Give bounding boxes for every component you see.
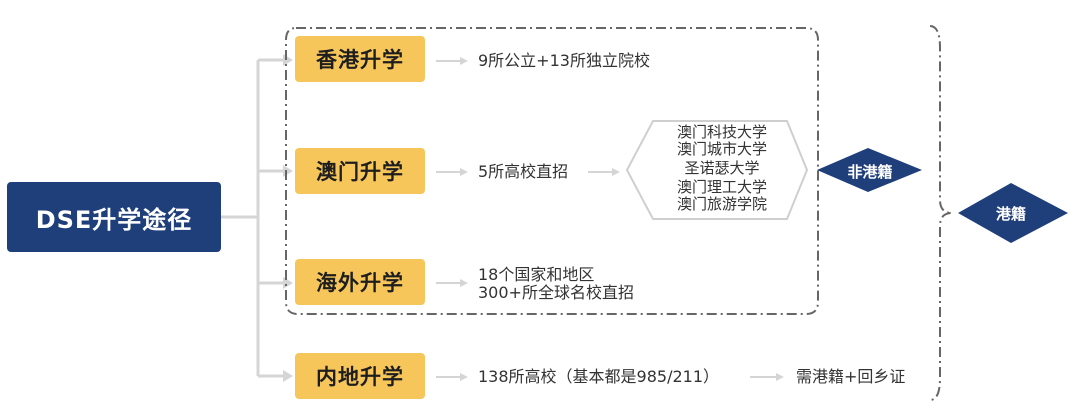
branch-hongkong: 香港升学 xyxy=(295,36,425,82)
non-hk-tag-label: 非港籍 xyxy=(847,162,893,181)
branch-mainland-label: 内地升学 xyxy=(316,365,404,389)
root-node: DSE升学途径 xyxy=(7,182,221,252)
branch-macau-label: 澳门升学 xyxy=(316,160,404,184)
macau-detail-arrow xyxy=(460,168,468,176)
branch-hongkong-label: 香港升学 xyxy=(316,48,404,72)
branch-macau: 澳门升学 xyxy=(295,148,425,194)
mainland-requirement: 需港籍+回乡证 xyxy=(796,367,906,386)
macau-detail: 5所高校直招 xyxy=(478,162,569,181)
arrow-overseas xyxy=(283,277,293,289)
branch-overseas: 海外升学 xyxy=(295,259,425,305)
university-item: 澳门旅游学院 xyxy=(676,195,767,213)
macau-to-list-arrow xyxy=(612,168,620,176)
university-item: 澳门城市大学 xyxy=(676,140,767,158)
university-item: 澳门科技大学 xyxy=(676,123,767,141)
arrow-mainland xyxy=(283,370,293,382)
hk-detail-arrow xyxy=(460,57,468,65)
overseas-detail-countries: 18个国家和地区 xyxy=(478,265,595,284)
branch-overseas-label: 海外升学 xyxy=(316,271,404,295)
mainland-to-req-arrow xyxy=(776,373,784,381)
university-hexagon xyxy=(625,120,809,220)
non-hk-tag-diamond xyxy=(817,148,922,192)
macau-university-list: 澳门科技大学 澳门城市大学 圣诺瑟大学 澳门理工大学 澳门旅游学院 xyxy=(652,124,792,213)
group-bracket-all xyxy=(929,25,953,401)
root-label: DSE升学途径 xyxy=(35,205,193,234)
branch-mainland: 内地升学 xyxy=(295,353,425,399)
mainland-detail-arrow xyxy=(460,373,468,381)
mainland-detail: 138所高校（基本都是985/211） xyxy=(478,367,720,386)
overseas-detail-arrow xyxy=(460,279,468,287)
group-box-non-mainland xyxy=(285,27,819,315)
arrow-hk xyxy=(283,54,293,66)
hk-tag-label: 港籍 xyxy=(995,204,1026,223)
hk-detail: 9所公立+13所独立院校 xyxy=(478,51,650,70)
hk-tag-diamond xyxy=(958,183,1068,243)
university-item: 圣诺瑟大学 xyxy=(684,159,760,177)
arrow-macau xyxy=(283,165,293,177)
university-item: 澳门理工大学 xyxy=(676,178,767,196)
overseas-detail-schools: 300+所全球名校直招 xyxy=(478,283,634,302)
